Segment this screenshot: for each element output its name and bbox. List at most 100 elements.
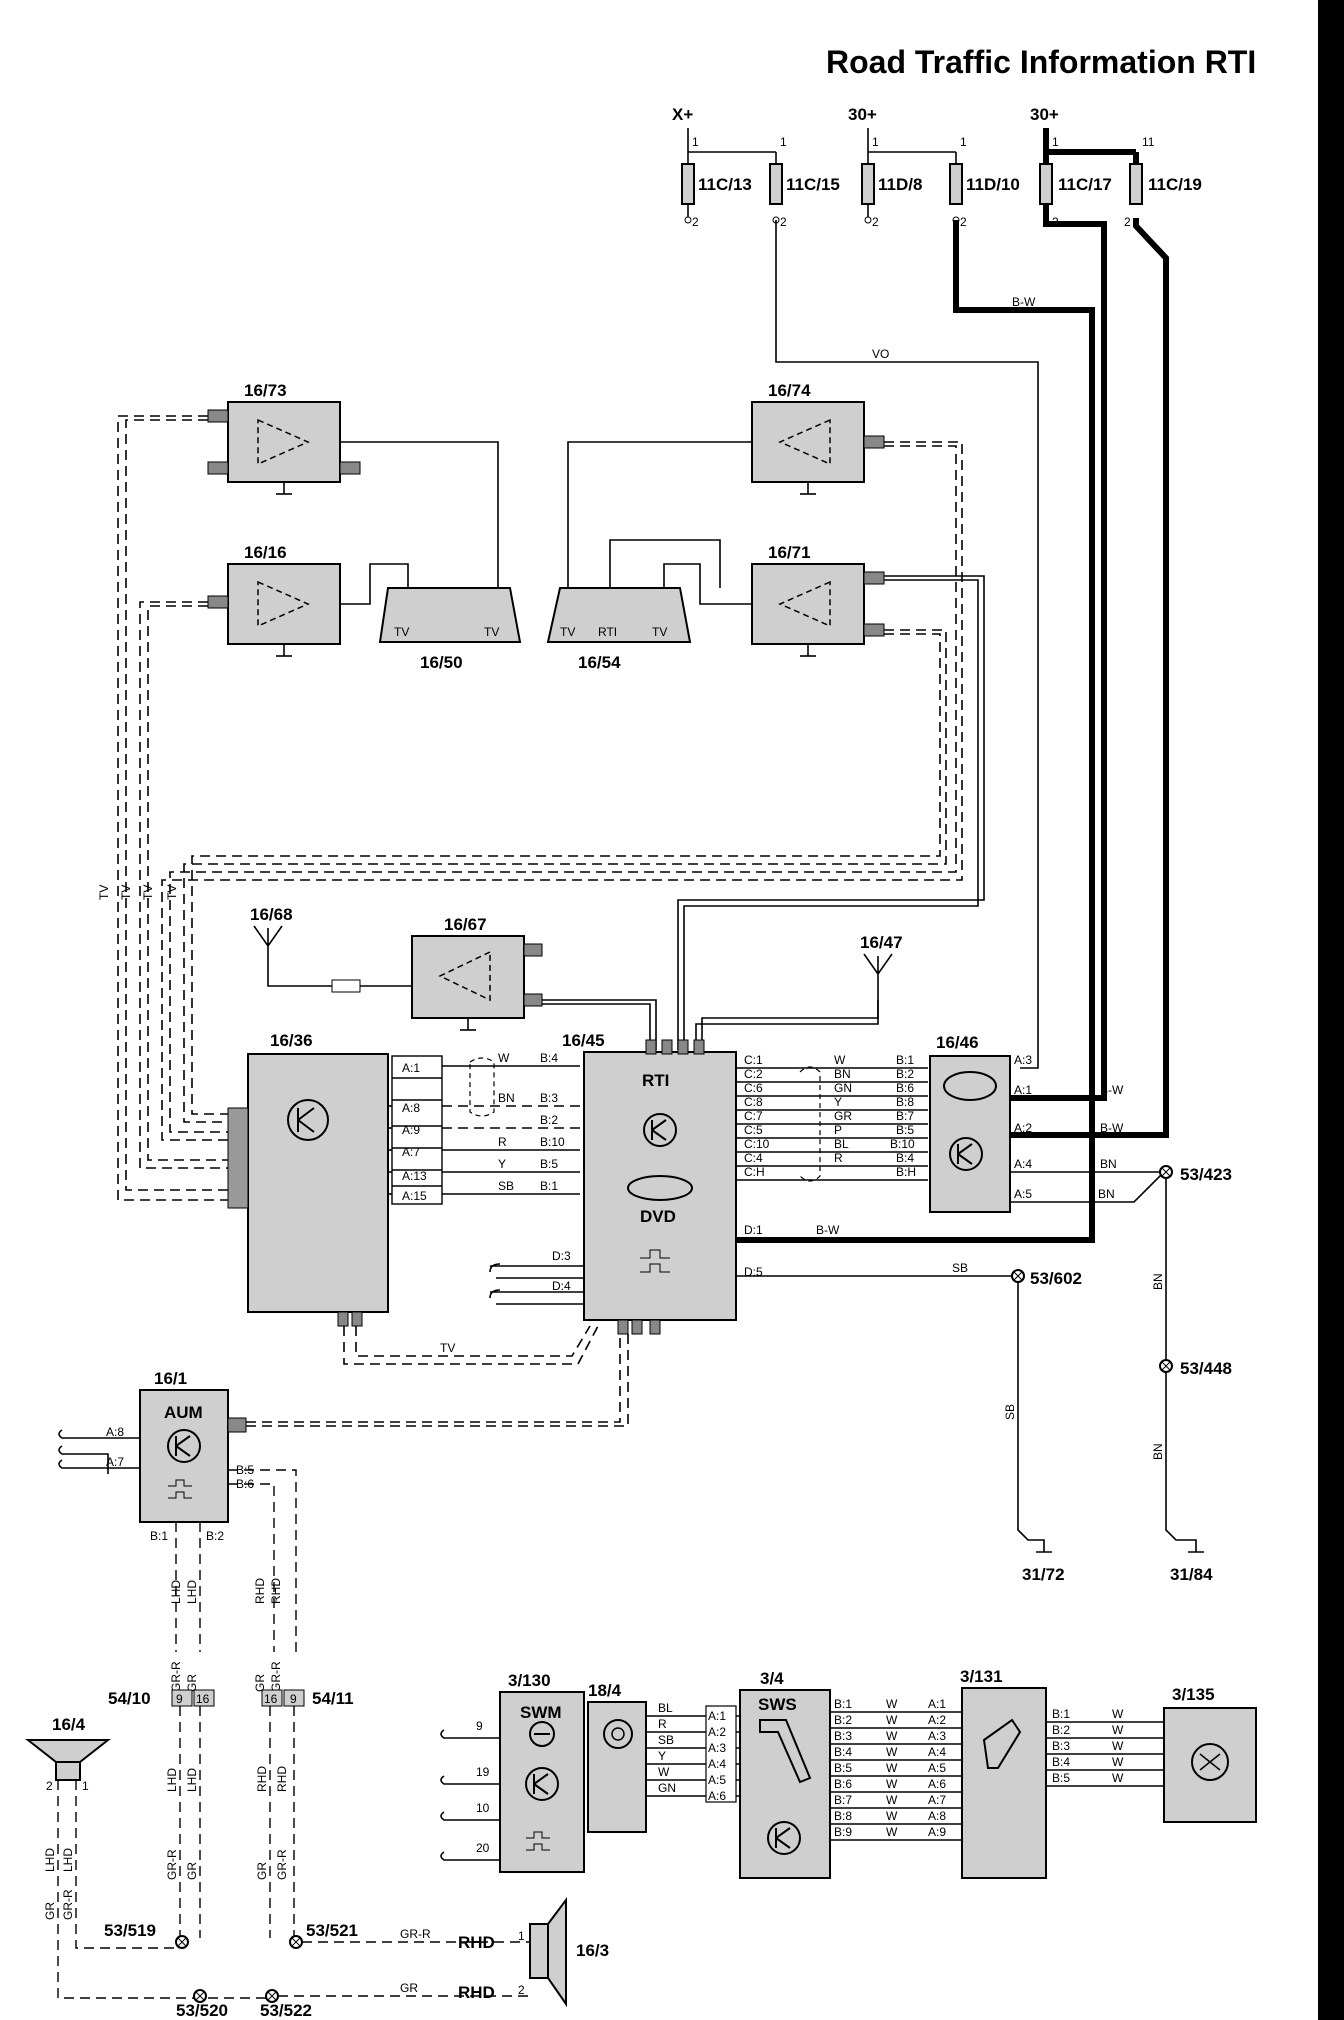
aum-module-text: AUM — [164, 1403, 203, 1422]
connector-54-10: 9 16 54/10 — [108, 1689, 215, 1708]
diagram-title: Road Traffic Information RTI — [826, 44, 1257, 80]
clockspring-18-4: 18/4 — [587, 1681, 647, 1833]
splice-53-520: 53/520 — [176, 1989, 228, 2020]
wire-label: W — [886, 1809, 898, 1823]
fuse-11c19 — [1129, 163, 1143, 205]
pin-label: C:4 — [744, 1151, 763, 1165]
sws-3-4: 3/4 SWS — [739, 1669, 831, 1879]
coax-tv-2b — [147, 605, 228, 1161]
fuse-11c17-label: 11C/17 — [1058, 175, 1112, 194]
antenna-block-16-54: TV RTI TV 16/54 — [546, 587, 692, 672]
pin-label: C:H — [744, 1165, 765, 1179]
wire-label: R — [834, 1151, 843, 1165]
wire-lhd-label: LHD — [185, 1580, 199, 1604]
coax-tv-4 — [183, 629, 947, 1123]
pin-label: C:6 — [744, 1081, 763, 1095]
fuse-11d10-label: 11D/10 — [966, 175, 1020, 194]
coax-36-45 — [343, 1325, 599, 1365]
pin-label: D:5 — [744, 1265, 763, 1279]
wire-d3 — [489, 1263, 584, 1279]
wire-label: BN — [834, 1067, 851, 1081]
conn-pin: 9 — [290, 1692, 297, 1706]
fuse-11d8 — [861, 163, 875, 205]
wire-label: GN — [834, 1081, 852, 1095]
antenna-block-16-50-label: 16/50 — [420, 653, 463, 672]
splice-53-522-label: 53/522 — [260, 2001, 312, 2020]
amp-16-71: 16/71 — [751, 543, 885, 657]
amp-16-74: 16/74 — [751, 381, 885, 495]
pin-label: 19 — [476, 1765, 490, 1779]
pin-label: C:2 — [744, 1067, 763, 1081]
dvd-module-text: DVD — [640, 1207, 676, 1226]
wire-gr-label: GR — [185, 1862, 199, 1880]
wire-label: W — [1112, 1723, 1124, 1737]
pin-label: B:10 — [540, 1135, 565, 1149]
wire-label: Y — [658, 1749, 666, 1763]
pin-label: B:4 — [1052, 1755, 1070, 1769]
tv-tuner-16-36: 16/36 — [227, 1031, 389, 1327]
wire-swm-19 — [440, 1775, 500, 1785]
page-edge-bar — [1318, 0, 1344, 2020]
rti-module-text: RTI — [642, 1071, 669, 1090]
antenna-block-16-54-label: 16/54 — [578, 653, 621, 672]
display-16-46: 16/46 — [929, 1033, 1011, 1213]
amp-16-71-label: 16/71 — [768, 543, 811, 562]
pin-label: B:3 — [1052, 1739, 1070, 1753]
splice-53-520-label: 53/520 — [176, 2001, 228, 2020]
spk-pin: 1 — [82, 1779, 89, 1793]
ground-53-423-label: 53/423 — [1180, 1165, 1232, 1184]
wire-label: W — [886, 1713, 898, 1727]
twisted-pair-shield — [469, 1057, 495, 1117]
pin-label: B:3 — [834, 1729, 852, 1743]
wire-bn-label: BN — [1098, 1187, 1115, 1201]
pin-label: C:1 — [744, 1053, 763, 1067]
ground-31-72-label: 31/72 — [1022, 1565, 1065, 1584]
wire-bn-a5 — [1010, 1173, 1163, 1203]
pin-label: A:15 — [402, 1189, 427, 1203]
wire-label: R — [658, 1717, 667, 1731]
module-3-131-label: 3/131 — [960, 1667, 1003, 1686]
wire-bn-label: BN — [1151, 1273, 1165, 1290]
ground-53-602-label: 53/602 — [1030, 1269, 1082, 1288]
tv-label: TV — [652, 625, 667, 639]
connector-54-10-label: 54/10 — [108, 1689, 151, 1708]
wire-label: W — [1112, 1755, 1124, 1769]
wire-label: Y — [834, 1095, 842, 1109]
pin-label: B:2 — [540, 1113, 558, 1127]
wire-bw-label: B-W — [816, 1223, 840, 1237]
ground-53-423: 53/423 — [1159, 1165, 1232, 1184]
fuse-11c15 — [769, 163, 783, 205]
fuse-pin-label: 1 — [872, 135, 879, 149]
pin-label: A:1 — [708, 1709, 726, 1723]
pin-label: A:5 — [708, 1773, 726, 1787]
pin-label: B:4 — [896, 1151, 914, 1165]
wire-swm-9 — [440, 1729, 500, 1739]
wire-lhd-label: LHD — [165, 1768, 179, 1792]
pin-label: B:1 — [834, 1697, 852, 1711]
pin-label: A:2 — [1014, 1121, 1032, 1135]
coax-71-45b — [683, 579, 979, 1050]
pin-label: B:8 — [896, 1095, 914, 1109]
pin-label: A:8 — [402, 1101, 420, 1115]
pin-label: B:4 — [540, 1051, 558, 1065]
wire-label: W — [886, 1793, 898, 1807]
pin-label: A:3 — [928, 1729, 946, 1743]
wire-spk4-a — [57, 1780, 268, 1999]
wire-grr-label: GR-R — [275, 1849, 289, 1880]
aum-16-1-label: 16/1 — [154, 1369, 187, 1388]
pin-label: B:9 — [834, 1825, 852, 1839]
wire-gr-label: GR — [253, 1674, 267, 1692]
wire-swm-20 — [440, 1851, 500, 1861]
spk-pin: 2 — [518, 1983, 525, 1997]
coax-tv-label: TV — [165, 885, 179, 900]
pin-label: C:7 — [744, 1109, 763, 1123]
coax-tv-3 — [161, 441, 963, 1141]
rti-to-display-harness — [736, 1066, 928, 1182]
pin-label: A:8 — [106, 1425, 124, 1439]
coax-71-45 — [677, 575, 985, 1050]
wire-label: GN — [658, 1781, 676, 1795]
module-3-131: 3/131 — [960, 1667, 1047, 1879]
wire-rhd-label: RHD — [253, 1578, 267, 1604]
pin-label: D:1 — [744, 1223, 763, 1237]
